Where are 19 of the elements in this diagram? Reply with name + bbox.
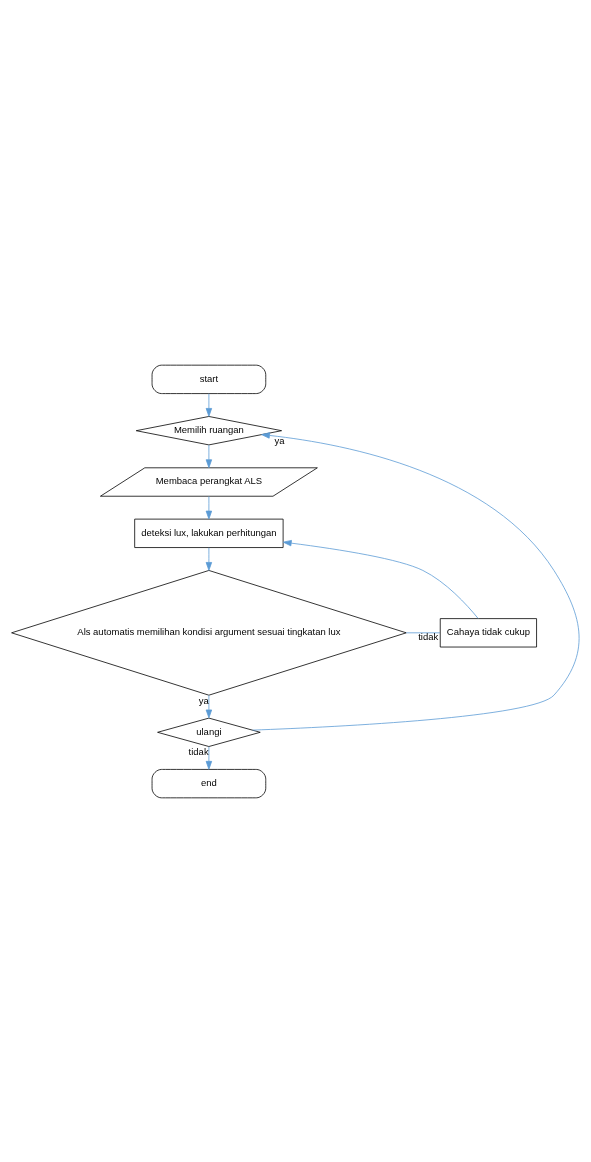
node-box: Cahaya tidak cukup [439, 617, 537, 647]
arrow [205, 392, 213, 417]
node-box: end [151, 768, 267, 798]
node-diamond: ulangi [157, 717, 261, 747]
arrow [205, 745, 213, 770]
edge-label: tidak [188, 745, 209, 757]
arrow [205, 444, 213, 468]
node-box: start [151, 364, 267, 394]
node-box: deteksi lux, lakukan perhitungan [134, 518, 284, 548]
arrow [252, 431, 580, 730]
edge-label: ya [274, 434, 285, 446]
edge-label: ya [198, 694, 209, 706]
node-diamond: Als automatis memilihan kondisi argument sesuai tingkatan lux [11, 569, 407, 696]
arrow [205, 546, 213, 571]
arrow [282, 539, 479, 619]
arrow [205, 495, 213, 519]
edge-label: tidak [418, 630, 439, 642]
arrow [205, 694, 213, 718]
connector [405, 631, 441, 633]
